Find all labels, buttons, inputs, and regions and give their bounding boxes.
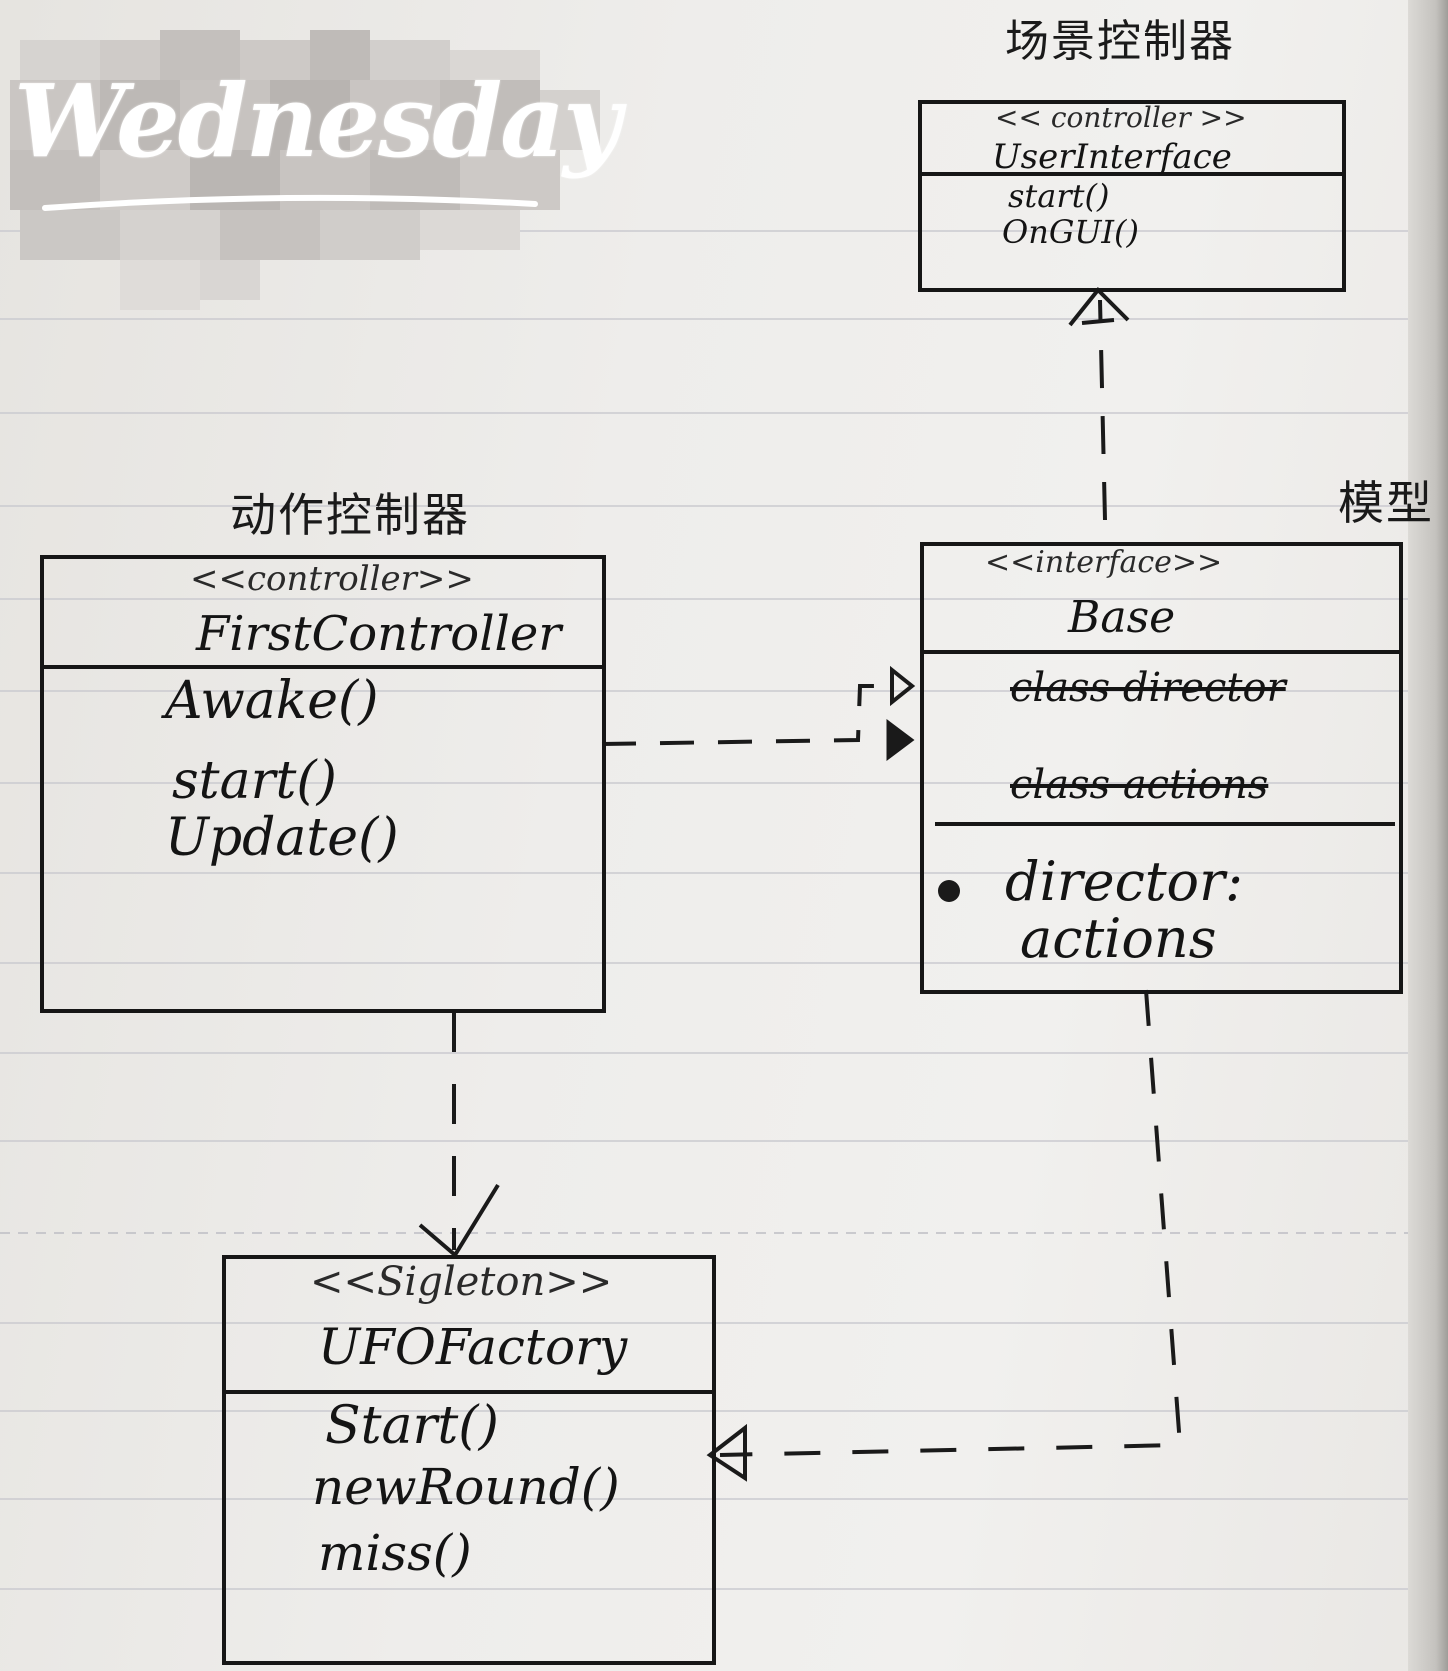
ruled-line <box>0 690 1448 692</box>
base-stereotype: <<interface>> <box>985 545 1223 580</box>
firstcontroller-stereotype: <<controller>> <box>190 559 474 599</box>
ruled-line <box>0 1232 1448 1234</box>
ruled-line <box>0 1322 1448 1324</box>
watermark-logo: Wednesday <box>14 62 621 180</box>
ufofactory-method: newRound() <box>312 1458 620 1516</box>
base-struck-item: class actions <box>1010 762 1269 808</box>
ufofactory-stereotype: <<Sigleton>> <box>310 1259 613 1305</box>
ruled-line <box>0 505 1448 507</box>
base-field: director: <box>1005 850 1244 913</box>
triangle-arrow-icon <box>890 665 916 707</box>
field-bullet-icon <box>938 880 960 902</box>
class-divider <box>922 650 1401 654</box>
ruled-line <box>0 1588 1448 1590</box>
class-divider <box>42 665 604 669</box>
filled-arrow-icon <box>886 719 915 761</box>
class-divider <box>920 172 1344 176</box>
firstcontroller-method: Awake() <box>165 671 379 731</box>
scene-controller-title: 场景控制器 <box>1005 16 1235 67</box>
userinterface-method: start() <box>1008 177 1110 215</box>
ruled-line <box>0 412 1448 414</box>
base-struck-item: class director <box>1010 665 1286 711</box>
page-edge-shadow <box>1408 0 1448 1671</box>
userinterface-stereotype: << controller >> <box>995 101 1247 134</box>
dependency-line-controller-base <box>601 684 892 746</box>
ufofactory-method: miss() <box>318 1524 472 1582</box>
ruled-line <box>0 872 1448 874</box>
ufofactory-class-box <box>222 1255 716 1665</box>
userinterface-class-box <box>918 100 1346 292</box>
ruled-line <box>0 962 1448 964</box>
ruled-line <box>0 1498 1448 1500</box>
ruled-line <box>0 598 1448 600</box>
ufofactory-method: Start() <box>325 1396 499 1456</box>
ruled-line <box>0 782 1448 784</box>
class-divider <box>935 822 1395 826</box>
firstcontroller-class-box <box>40 555 606 1013</box>
dependency-line-base-factory <box>719 989 1183 1457</box>
class-divider <box>224 1390 714 1394</box>
dependency-line-base-ui <box>1098 299 1107 521</box>
firstcontroller-method: Update() <box>165 808 399 868</box>
base-class-box <box>920 542 1403 994</box>
model-title: 模型 <box>1338 476 1434 530</box>
ruled-line <box>0 1410 1448 1412</box>
ruled-line <box>0 318 1448 320</box>
action-controller-title: 动作控制器 <box>230 488 470 542</box>
firstcontroller-class-name: FirstController <box>196 606 562 662</box>
triangle-arrow-icon <box>706 1423 747 1482</box>
userinterface-method: OnGUI() <box>1002 213 1139 251</box>
firstcontroller-method: start() <box>172 751 337 811</box>
ufofactory-class-name: UFOFactory <box>318 1318 628 1376</box>
ruled-line <box>0 1140 1448 1142</box>
ruled-line <box>0 1052 1448 1054</box>
userinterface-class-name: UserInterface <box>992 137 1232 177</box>
logo-swoosh-icon <box>42 194 538 211</box>
open-arrow-icon <box>418 1183 500 1259</box>
base-field: actions <box>1020 907 1217 970</box>
base-class-name: Base <box>1068 592 1176 643</box>
ruled-line <box>0 230 1448 232</box>
